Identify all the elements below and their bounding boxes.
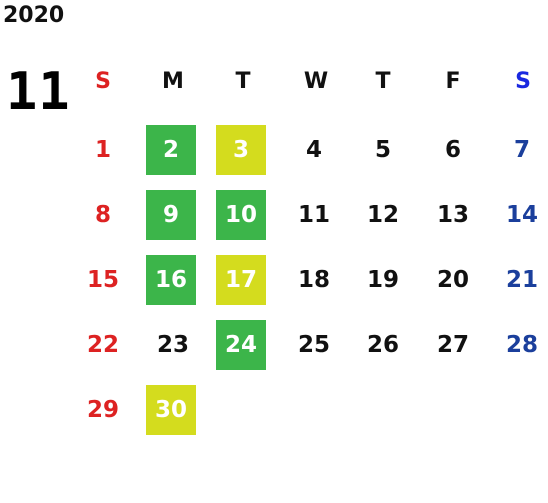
day-cell[interactable]: 8: [94, 202, 111, 228]
day-cell[interactable]: 12: [366, 202, 399, 228]
day-cell[interactable]: 26: [366, 332, 399, 358]
day-cell[interactable]: 1: [94, 137, 111, 163]
month-number: 11: [6, 62, 71, 122]
day-cell[interactable]: 25: [297, 332, 330, 358]
day-cell[interactable]: 20: [436, 267, 469, 293]
day-cell[interactable]: 27: [436, 332, 469, 358]
day-cell[interactable]: 19: [366, 267, 399, 293]
day-cell[interactable]: 5: [374, 137, 391, 163]
day-cell[interactable]: 13: [436, 202, 469, 228]
weekday-sunday: S: [95, 68, 111, 94]
weekday-monday: M: [162, 68, 184, 94]
weekday-thursday: T: [375, 68, 391, 94]
day-cell[interactable]: 11: [297, 202, 330, 228]
day-cell[interactable]: 14: [505, 202, 538, 228]
day-cell[interactable]: 9: [146, 190, 196, 240]
day-cell[interactable]: 30: [146, 385, 196, 435]
weekday-saturday: S: [515, 68, 531, 94]
weekday-friday: F: [445, 68, 461, 94]
weekday-wednesday: W: [303, 68, 329, 94]
day-cell[interactable]: 18: [297, 267, 330, 293]
day-cell[interactable]: 10: [216, 190, 266, 240]
day-cell[interactable]: 3: [216, 125, 266, 175]
day-cell[interactable]: 4: [305, 137, 322, 163]
day-cell[interactable]: 22: [86, 332, 119, 358]
day-cell[interactable]: 24: [216, 320, 266, 370]
day-cell[interactable]: 23: [156, 332, 189, 358]
day-cell[interactable]: 28: [505, 332, 538, 358]
day-cell[interactable]: 29: [86, 397, 119, 423]
weekday-tuesday: T: [235, 68, 251, 94]
day-cell[interactable]: 16: [146, 255, 196, 305]
day-cell[interactable]: 15: [86, 267, 119, 293]
day-cell[interactable]: 7: [513, 137, 530, 163]
day-cell[interactable]: 21: [505, 267, 538, 293]
year-label: 2020: [3, 3, 65, 28]
day-cell[interactable]: 6: [444, 137, 461, 163]
day-cell[interactable]: 17: [216, 255, 266, 305]
day-cell[interactable]: 2: [146, 125, 196, 175]
